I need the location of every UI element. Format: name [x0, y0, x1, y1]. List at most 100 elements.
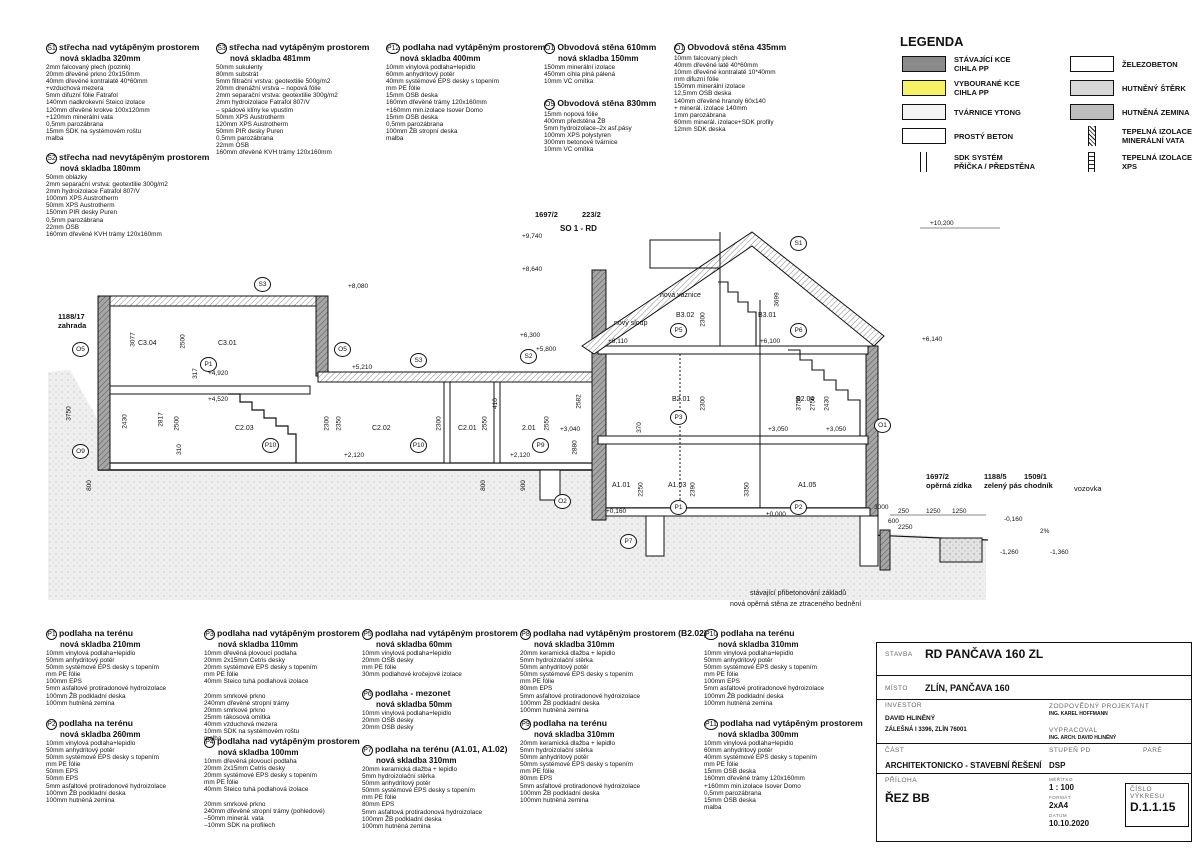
- room-label: B3.02: [676, 312, 695, 319]
- spec-code: P7: [362, 745, 373, 756]
- spec-title: Obvodová stěna 435mm: [687, 42, 787, 52]
- dimension-value: 2500: [173, 416, 181, 431]
- spec-line: +160mm min.izolace Isover Domo: [386, 106, 483, 114]
- room-label: C2.01: [458, 425, 477, 432]
- dimension-value: 3750: [795, 396, 803, 411]
- project-name: RD PANČAVA 160 ZL: [925, 647, 1044, 661]
- slab-c: [109, 385, 311, 395]
- spec-line: 50mm systémové EPS desky s topením: [362, 787, 475, 795]
- spec-line: 5mm asfaltové protiradonové hydroizolace: [46, 685, 167, 693]
- ground-soil: [48, 370, 986, 600]
- room-label: A1.05: [798, 482, 817, 489]
- spec-line: 0,5mm parozábrana: [46, 216, 104, 224]
- spec-line: 100mm ŽB podkladní deska: [46, 692, 126, 700]
- spec-line: mm PE fólie: [362, 794, 397, 802]
- room-label: C2.02: [372, 425, 391, 432]
- spec-sub: nová skladba 150mm: [558, 54, 639, 63]
- spec-title: podlaha na terénu (A1.01, A1.02): [375, 744, 508, 754]
- spec-line: 5mm filtrační vrstva: geotextilie 500g/m…: [216, 78, 331, 86]
- tag-S3: S3: [254, 277, 271, 292]
- spec-line: 50mm anhydritový potěr: [520, 754, 589, 762]
- spec-line: 150mm minerální izolace: [544, 64, 616, 71]
- tag-P6: P6: [790, 323, 807, 338]
- note: nová vaznice: [660, 292, 701, 299]
- spec-line: 5mm asfaltová protiradonová hydroizolace: [362, 808, 483, 816]
- spec-line: 10mm VC omítka: [544, 146, 594, 154]
- spec-line: 40mm systémové EPS desky s topením: [386, 78, 499, 86]
- spec-code: P3: [204, 629, 215, 640]
- spec-title: podlaha nad vytápěným prostorem (B2.02): [533, 628, 707, 638]
- spec-line: 50mm anhydritový potěr: [520, 664, 589, 672]
- spec-title: podlaha nad vytápěným prostorem: [402, 42, 546, 52]
- spec-title: podlaha na terénu: [533, 718, 608, 728]
- parcel-label: 1697/2 opěrná zídka: [926, 472, 972, 490]
- spec-code-S1: S1: [46, 43, 57, 54]
- spec-sub: nová skladba 110mm: [218, 640, 299, 649]
- spec-line: 50mm systémové EPS desky s topením: [520, 671, 633, 679]
- spec-line: 80mm EPS: [362, 801, 395, 809]
- spec-line: 100mm EPS: [704, 678, 740, 686]
- spec-sub: nová skladba 260mm: [60, 730, 141, 739]
- level-mark: +4,920: [208, 370, 229, 377]
- spec-line: –10mm SDK na profilech: [204, 821, 276, 829]
- dimension-value: 317: [191, 368, 199, 379]
- legend-label: TVÁRNICE YTONG: [954, 108, 1021, 117]
- spec-line: 12mm SDK deska: [674, 125, 726, 133]
- investor-address: ZÁLEŠNÁ I 3396, ZLÍN 76001: [885, 727, 967, 733]
- legend-swatch-sdk: [920, 152, 927, 172]
- spec-line: malba: [386, 134, 404, 142]
- room-label: 2.01: [522, 425, 536, 432]
- designer-name: ING. KAREL HOFFMANN: [1049, 711, 1108, 717]
- parcel-label: 1509/1 chodník: [1024, 472, 1053, 490]
- spec-line: 20mm 2x15mm Cetris desky: [204, 765, 285, 773]
- spec-line: 5mm asfaltové protiradonové hydroizolace: [520, 692, 641, 700]
- dimension-value: 3750: [65, 406, 73, 421]
- foundation: [645, 515, 665, 557]
- dimension-value: 900: [519, 480, 527, 491]
- spec-line: 10mm dřevěná plovoucí podlaha: [204, 758, 297, 765]
- legend-label: SDK SYSTÉM PŘÍČKA / PŘEDSTĚNA: [954, 153, 1035, 171]
- spec-title: podlaha na terénu: [59, 718, 134, 728]
- spec-sub: nová skladba 310mm: [534, 730, 615, 739]
- spec-line: 100mm hutněná zemina: [46, 796, 115, 804]
- tag-P1: P1: [200, 357, 217, 372]
- level-mark: +9,740: [522, 233, 543, 240]
- spec-line: 20mm smrkové prkno: [204, 692, 266, 700]
- spec-line: 450mm cihla plná pálená: [544, 71, 616, 79]
- spec-line: 50mm XPS Austrotherm: [46, 202, 115, 210]
- legend: LEGENDA STÁVAJÍCÍ KCE CIHLA PP ŽELEZOBET…: [900, 34, 1192, 184]
- tag-P9: P9: [532, 438, 549, 453]
- drawing-number-label: ČÍSLO VÝKRESU: [1130, 786, 1165, 800]
- spec-line: 100mm EPS: [46, 678, 82, 686]
- spec-line: 10mm dřevěné kontralatě 10*40mm: [674, 69, 776, 77]
- investor-label: INVESTOR: [885, 702, 923, 709]
- dimension-value: 2550: [481, 416, 489, 431]
- note: nový sloup: [614, 320, 648, 327]
- spec-line: 50mm anhydritový potěr: [46, 747, 115, 755]
- spec-line: 80mm EPS: [520, 775, 553, 783]
- legend-swatch-ytong: [902, 104, 946, 120]
- spec-line: mm PE fólie: [386, 85, 421, 93]
- spec-code-P12: P12: [386, 43, 401, 54]
- drawing-title: SO 1 - RD: [560, 224, 597, 233]
- spec-line: [204, 793, 360, 800]
- spec-line: 20mm smrkové prkno: [204, 706, 266, 714]
- spec-line: 160mm dřevěné trámy 120x160mm: [704, 775, 805, 783]
- spec-line: 20mm keramická dlažba + lepidlo: [362, 766, 458, 773]
- spec-title: podlaha na terénu: [720, 628, 795, 638]
- tag-S1: S1: [790, 236, 807, 251]
- spec-sub: nová skladba 60mm: [376, 640, 453, 649]
- tag-O1: O1: [874, 418, 891, 433]
- spec-title: podlaha nad vytápěným prostorem: [217, 736, 360, 746]
- spec-line: 10mm vinylová podlaha+lepidlo: [46, 650, 136, 657]
- spec-sub: nová skladba 481mm: [230, 54, 311, 63]
- spec-line: mm PE fólie: [704, 671, 739, 679]
- level-mark: +6,300: [520, 332, 541, 339]
